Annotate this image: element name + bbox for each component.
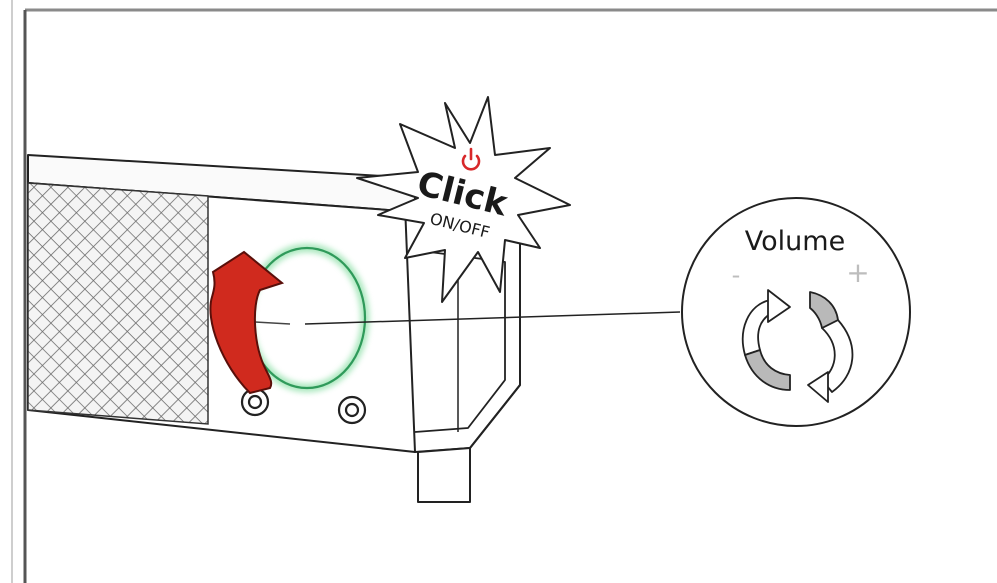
volume-label: Volume xyxy=(745,226,845,257)
volume-callout: Volume - + xyxy=(681,197,911,427)
speaker-grille xyxy=(27,182,209,425)
frame xyxy=(11,0,997,583)
plus-label: + xyxy=(846,256,869,289)
power-icon xyxy=(461,147,481,171)
rotate-arrow-icon xyxy=(209,250,285,395)
minus-label: - xyxy=(732,261,741,289)
leader-line xyxy=(304,311,681,325)
click-burst: Click ON/OFF xyxy=(356,96,571,303)
rotate-arrows-icon xyxy=(741,289,854,403)
